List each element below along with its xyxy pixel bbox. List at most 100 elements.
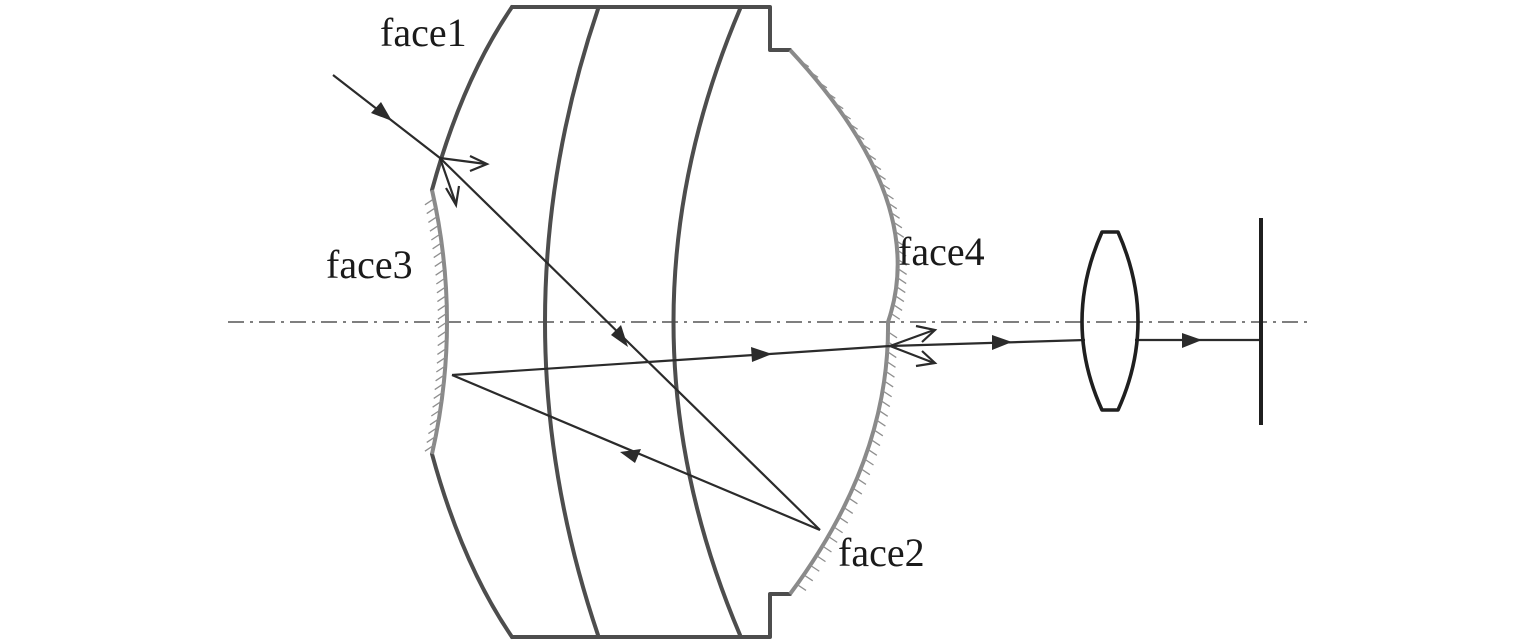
face4-lower-arrow-head bbox=[915, 350, 938, 368]
mirror-hatch-tick bbox=[809, 564, 820, 572]
mirror-hatch-tick bbox=[437, 347, 447, 355]
ray-arrow-reflected bbox=[620, 449, 641, 463]
mirror-hatch-tick bbox=[434, 259, 445, 267]
mirror-hatch-tick bbox=[860, 468, 871, 476]
mirror-hatch-tick bbox=[878, 409, 889, 417]
mirror-hatch-tick bbox=[817, 81, 828, 89]
mirror-hatch-tick bbox=[827, 535, 838, 543]
mirror-hatch-tick bbox=[833, 526, 843, 534]
mirror-hatch-tick bbox=[424, 444, 435, 452]
mirror-hatch-tick bbox=[860, 142, 871, 151]
mirror-hatch-tick bbox=[884, 192, 894, 200]
mirror-hatch-tick bbox=[437, 339, 448, 347]
mirror-hatch-tick bbox=[871, 162, 882, 171]
mirror-hatch-tick bbox=[430, 233, 441, 241]
mirror-hatch-tick bbox=[895, 240, 906, 248]
mirror-hatch-tick bbox=[825, 91, 836, 99]
mirror-hatch-tick bbox=[895, 286, 906, 294]
mirror-hatch-tick bbox=[833, 102, 844, 110]
mirror-hatch-tick bbox=[887, 202, 898, 210]
mirror-hatch-tick bbox=[864, 458, 874, 466]
mirror-hatch-tick bbox=[429, 224, 440, 232]
mirror-hatch-tick bbox=[892, 303, 903, 311]
mirror-hatch-tick bbox=[838, 516, 849, 524]
mirror-hatch-tick bbox=[897, 267, 908, 275]
mirror-hatch-tick bbox=[426, 435, 437, 443]
inner-meniscus-left bbox=[543, 7, 600, 637]
mirror-hatch-tick bbox=[886, 360, 896, 368]
mirror-hatch-tick bbox=[433, 391, 444, 399]
mirror-hatch-tick bbox=[433, 251, 444, 259]
mirror-hatch-tick bbox=[885, 370, 895, 378]
mirror-hatch-tick bbox=[892, 221, 903, 229]
mirror-hatch-tick bbox=[883, 380, 894, 388]
mirror-hatch-tick bbox=[896, 249, 907, 257]
mirror-hatch-tick bbox=[435, 365, 446, 373]
face1-tangent-arrow bbox=[439, 156, 487, 166]
mirror-hatch-tick bbox=[894, 294, 905, 303]
mirror-hatch-tick bbox=[435, 268, 445, 276]
mirror-hatch-tick bbox=[803, 574, 814, 582]
mirror-hatch-tick bbox=[843, 506, 854, 514]
mirror-hatch-tick bbox=[866, 153, 877, 161]
mirror-hatch-tick bbox=[894, 230, 905, 238]
mirror-hatch-tick bbox=[854, 132, 865, 140]
mirror-hatch-tick bbox=[848, 122, 858, 130]
face2-label: face2 bbox=[838, 530, 925, 575]
face4-label: face4 bbox=[898, 229, 985, 274]
reflected-ray-to-face4 bbox=[451, 344, 891, 377]
mirror-hatch-tick bbox=[432, 242, 442, 250]
ray-arrow-incident bbox=[371, 102, 392, 121]
mirror-hatch-tick bbox=[428, 215, 438, 223]
ray-arrow-exit bbox=[992, 335, 1012, 350]
face3-label: face3 bbox=[326, 242, 413, 287]
mirror-hatch-tick bbox=[428, 427, 438, 435]
mirror-hatch-tick bbox=[429, 418, 440, 426]
ray-arrow-refracted bbox=[611, 325, 628, 347]
mirror-hatch-tick bbox=[870, 439, 881, 447]
face4-upper-arrow bbox=[889, 328, 935, 348]
mirror-hatch-tick bbox=[873, 429, 884, 437]
mirror-hatch-tick bbox=[435, 374, 445, 382]
mirror-hatch-tick bbox=[799, 60, 810, 68]
mirror-hatch-tick bbox=[437, 321, 448, 329]
mirror-hatch-tick bbox=[434, 383, 445, 391]
mirror-hatch-tick bbox=[822, 545, 832, 553]
mirror-hatch-tick bbox=[808, 70, 819, 78]
mirror-hatch-tick bbox=[890, 312, 901, 320]
mirror-hatch-tick bbox=[886, 350, 897, 359]
mirror-hatch-tick bbox=[880, 399, 891, 408]
mirror-hatch-tick bbox=[852, 487, 863, 495]
lens-lower-left-surface bbox=[430, 452, 514, 639]
mirror-hatch-tick bbox=[432, 400, 442, 408]
face1-normal-arrow-head bbox=[445, 185, 461, 209]
mirror-hatch-tick bbox=[816, 555, 826, 563]
lens-bottom-edge bbox=[510, 592, 792, 639]
face1-label: face1 bbox=[380, 10, 467, 55]
face1-tangent-arrow-head bbox=[469, 155, 490, 173]
exit-ray bbox=[889, 338, 1086, 348]
face4-upper-arrow-head bbox=[915, 324, 938, 343]
mirror-hatch-tick bbox=[437, 312, 448, 320]
mirror-hatch-tick bbox=[890, 211, 900, 219]
mirror-hatch-tick bbox=[876, 172, 886, 180]
mirror-hatch-tick bbox=[897, 258, 907, 266]
mirror-hatching bbox=[424, 60, 908, 591]
mirror-hatch-tick bbox=[880, 182, 891, 190]
mirror-hatch-tick bbox=[841, 112, 852, 120]
face1-surface bbox=[430, 5, 514, 192]
mirror-hatch-tick bbox=[876, 419, 886, 427]
mirror-hatch-tick bbox=[430, 409, 441, 417]
mirror-hatch-tick bbox=[896, 276, 907, 285]
mirror-hatch-tick bbox=[887, 331, 898, 339]
inner-meniscus-right bbox=[671, 7, 742, 637]
mirror-hatch-tick bbox=[426, 207, 437, 215]
mirror-hatch-tick bbox=[796, 583, 807, 591]
refracted-ray-to-face2 bbox=[439, 157, 821, 531]
mirror-hatch-tick bbox=[867, 448, 878, 456]
catadioptric-lens-assembly bbox=[430, 5, 792, 639]
mirror-hatch-tick bbox=[437, 303, 448, 311]
mirror-hatch-tick bbox=[437, 330, 448, 338]
face4-lower-arrow bbox=[889, 344, 935, 365]
